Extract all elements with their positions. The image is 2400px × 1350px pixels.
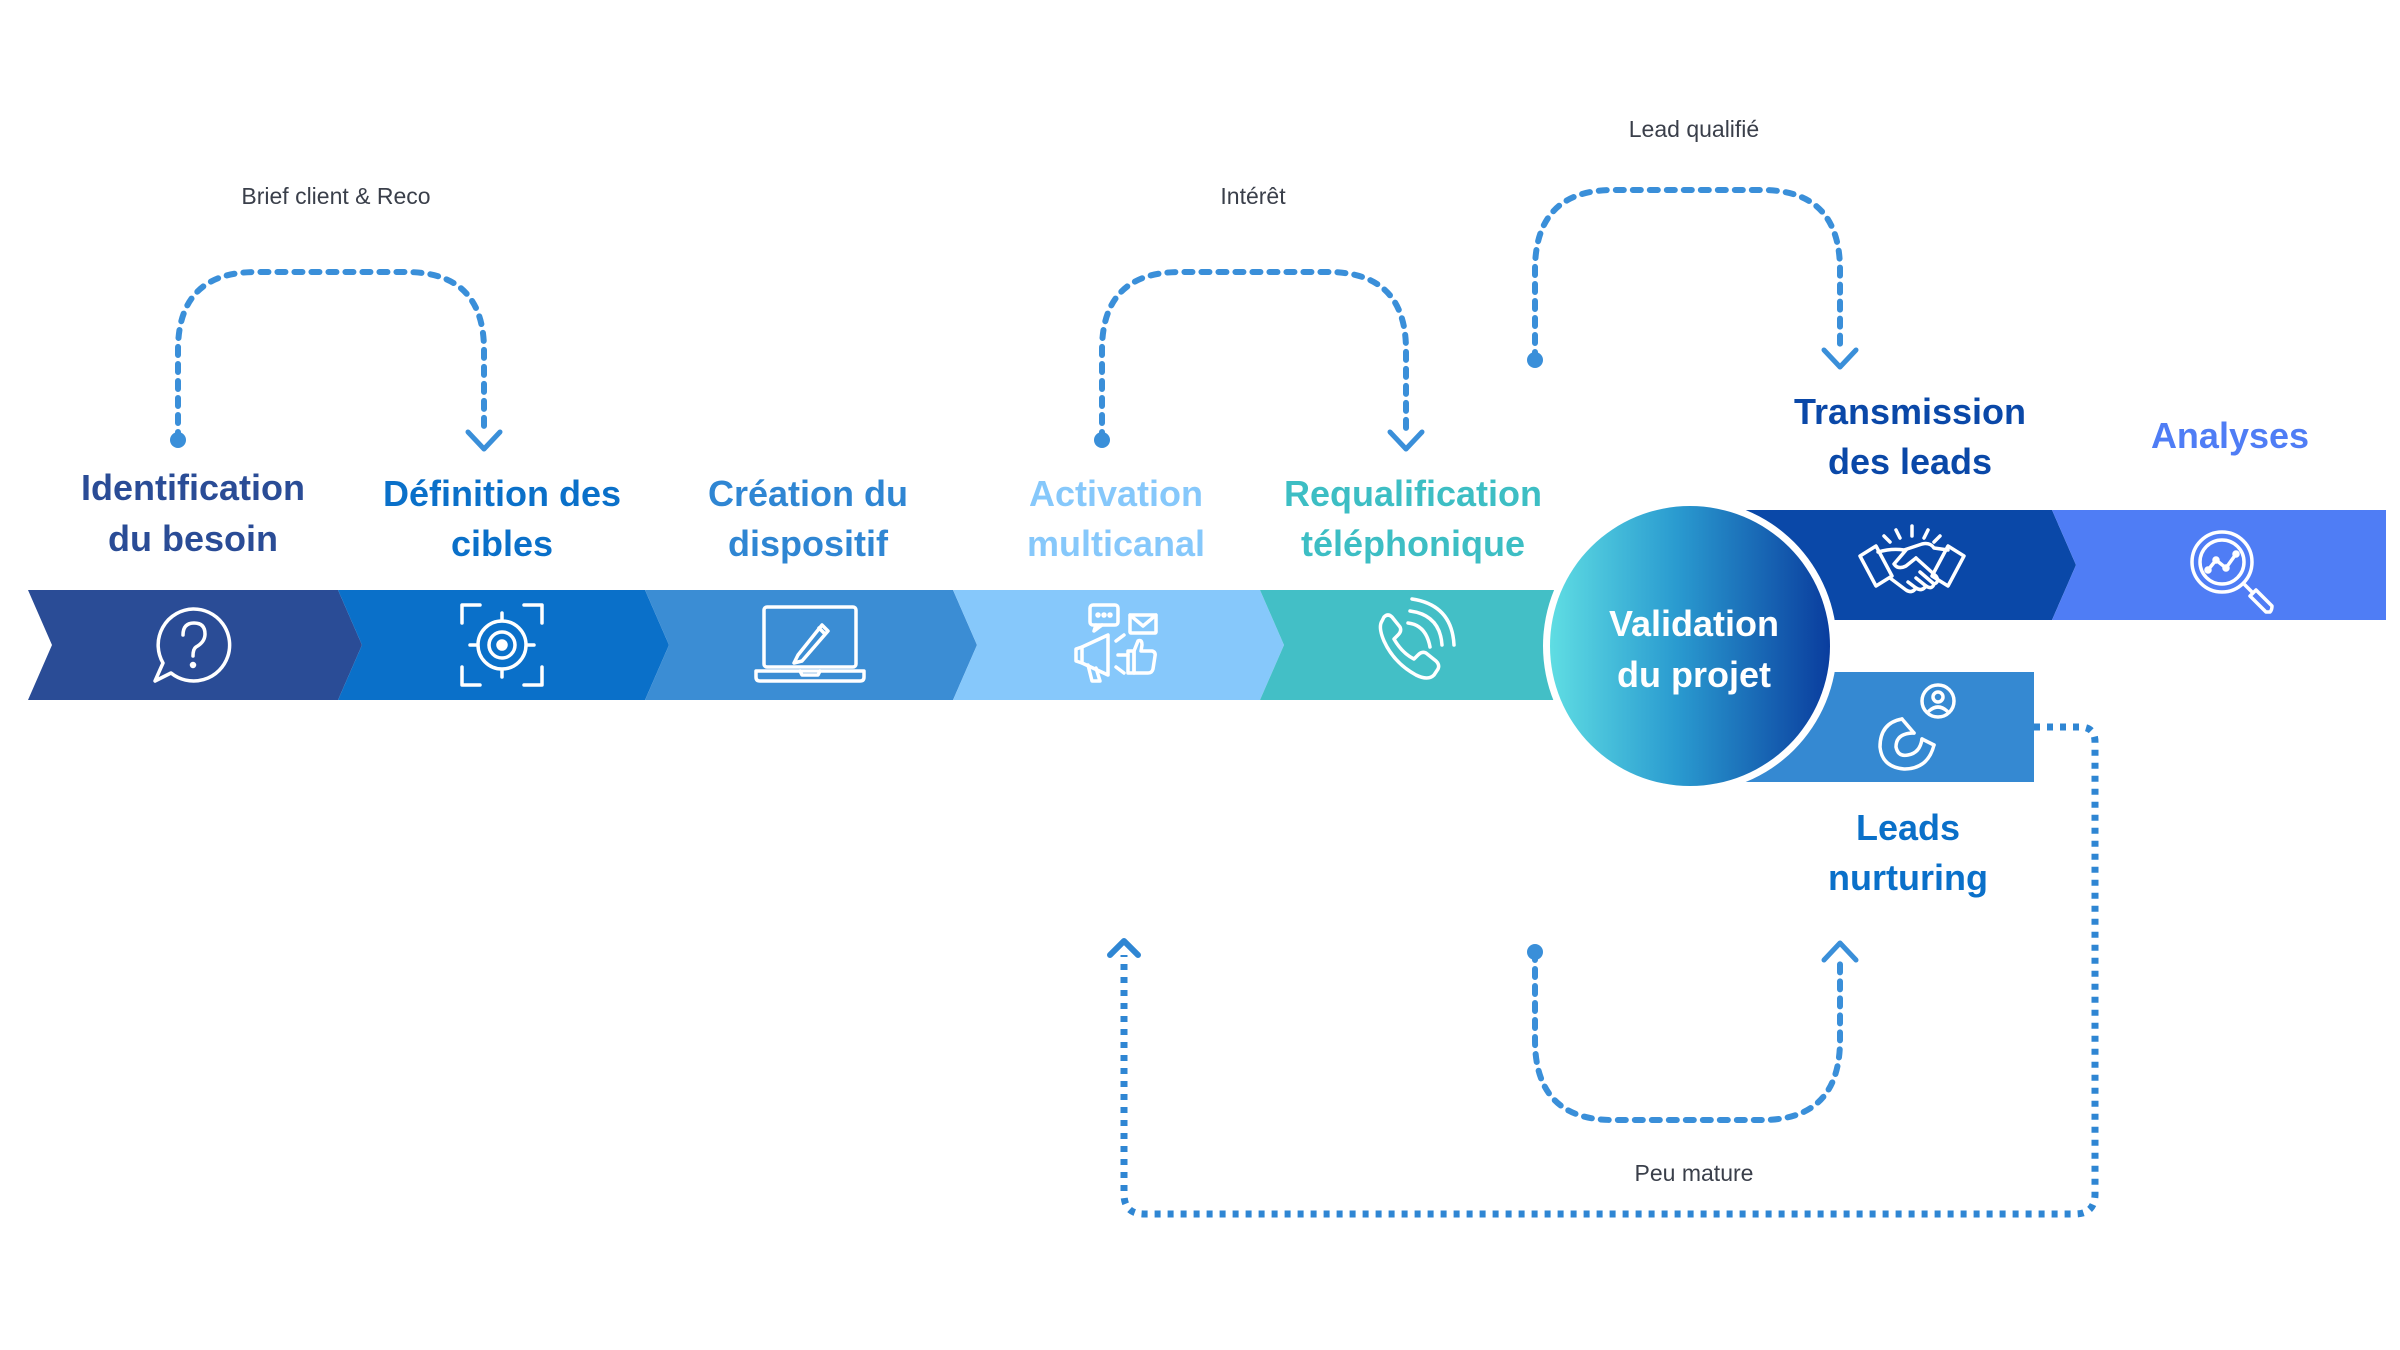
annotation-interet: Intérêt <box>1220 183 1286 209</box>
connector-peu-mature <box>1527 940 1859 1123</box>
analytics-magnifier-icon <box>2190 530 2274 614</box>
transmission-label-line2: des leads <box>1828 441 1992 482</box>
annotation-peu-mature: Peu mature <box>1635 1160 1754 1186</box>
step1-label-line2: du besoin <box>108 518 278 559</box>
step2-label-line1: Définition des <box>383 473 621 514</box>
multichannel-icon <box>1074 603 1158 683</box>
chevron-step-4 <box>953 590 1284 700</box>
validation-circle: Validation du projet <box>1543 499 1837 793</box>
laptop-pen-icon <box>754 605 866 683</box>
connector-brief <box>170 269 503 452</box>
nurturing-label-line1: Leads <box>1856 807 1960 848</box>
step5-label-line2: téléphonique <box>1301 523 1525 564</box>
connector-nurturing-loop <box>1107 723 2099 1218</box>
annotation-brief: Brief client & Reco <box>241 183 430 209</box>
chevron-step-5 <box>1260 590 1560 700</box>
step2-label-line2: cibles <box>451 523 553 564</box>
transmission-label-line1: Transmission <box>1794 391 2026 432</box>
step3-label-line1: Création du <box>708 473 908 514</box>
connector-lead-qualifie <box>1527 187 1859 370</box>
question-bubble-icon <box>153 607 232 683</box>
connector-interet <box>1094 269 1425 452</box>
handshake-icon <box>1858 524 1966 594</box>
step4-label-line2: multicanal <box>1027 523 1205 564</box>
annotation-lead-qualifie: Lead qualifié <box>1629 116 1759 142</box>
step1-label-line1: Identification <box>81 467 305 508</box>
chevron-band <box>28 590 1560 700</box>
nurturing-label-line2: nurturing <box>1828 857 1988 898</box>
phone-icon <box>1378 597 1456 680</box>
step3-label-line2: dispositif <box>728 523 889 564</box>
step5-label-line1: Requalification <box>1284 473 1542 514</box>
target-icon <box>460 603 544 687</box>
magnet-user-icon <box>1878 683 1956 771</box>
analyses-label: Analyses <box>2151 415 2309 456</box>
chevron-step-3 <box>645 590 977 700</box>
chevron-step-1 <box>28 590 362 700</box>
center-line1: Validation <box>1609 603 1779 644</box>
center-line2: du projet <box>1617 654 1771 695</box>
band-analyses <box>2052 510 2386 620</box>
step4-label-line1: Activation <box>1029 473 1203 514</box>
